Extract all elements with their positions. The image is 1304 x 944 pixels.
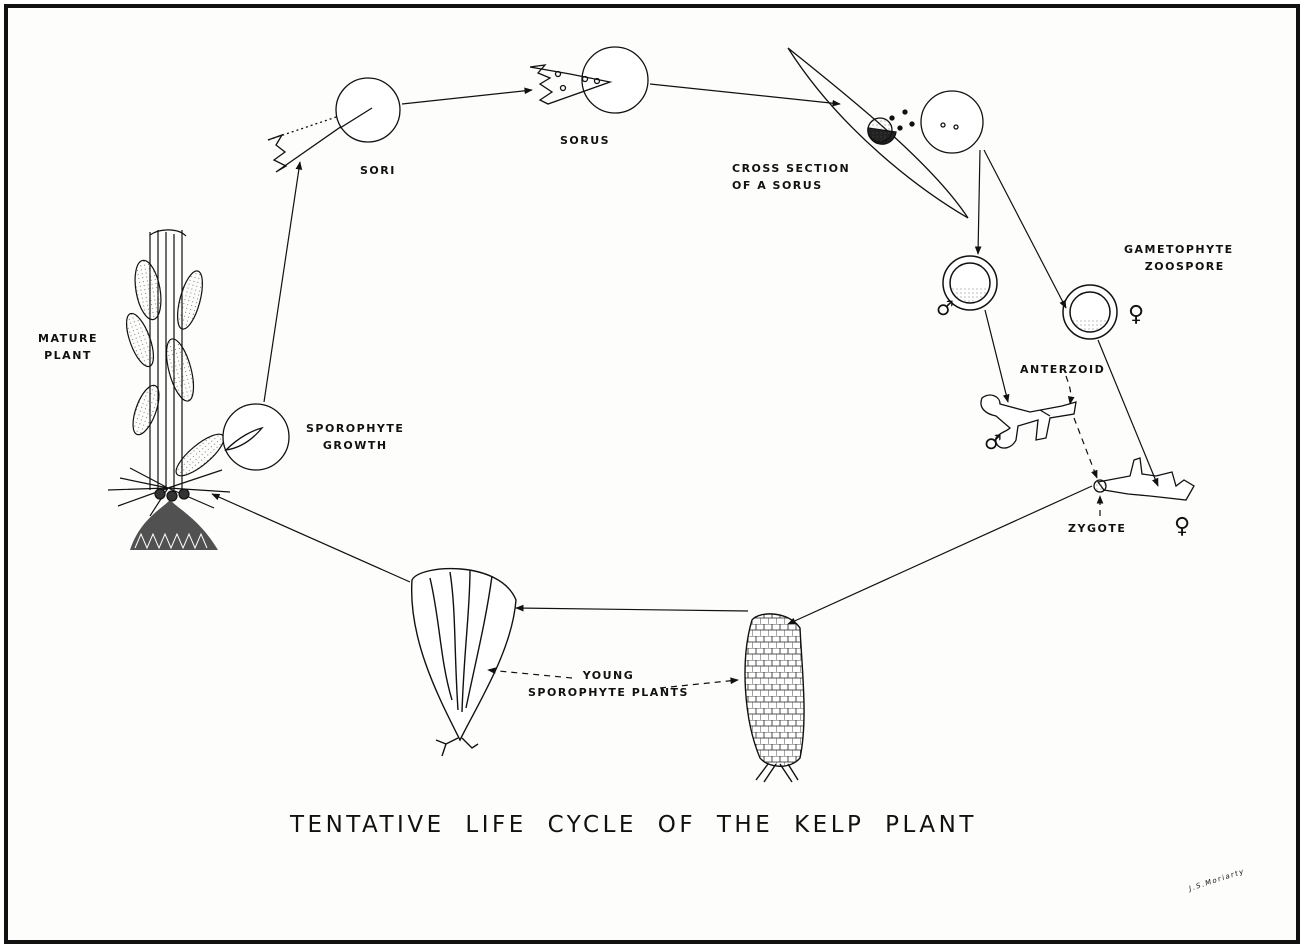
label-sporophyte: SPOROPHYTE (306, 422, 405, 435)
label-mature: MATURE (38, 332, 99, 345)
mature-plant-illustration (107, 229, 231, 550)
dashed-pointers (487, 375, 1104, 689)
zoospore-male (942, 255, 998, 311)
sporophyte-growth-circle (222, 403, 290, 471)
cross-section-illustration (787, 47, 984, 219)
sorus-illustration (529, 46, 649, 114)
male-symbol-icon: ♂ (936, 296, 956, 320)
male-gametophyte (980, 394, 1077, 449)
label-sporophyte-growth: SPOROPHYTE GROWTH (306, 420, 404, 454)
label-mature-plant: MATURE PLANT (38, 330, 98, 364)
young-sporophyte-blade (410, 567, 517, 757)
female-gametophyte (1093, 457, 1195, 501)
diagram-title: TENTATIVE LIFE CYCLE OF THE KELP PLANT (290, 812, 977, 838)
label-young: YOUNG (582, 669, 635, 682)
cycle-arrows (211, 83, 1159, 625)
label-gametophyte-zoospore: GAMETOPHYTE ZOOSPORE (1124, 241, 1234, 275)
diagram-frame (4, 4, 1300, 944)
label-gametophyte: GAMETOPHYTE (1124, 243, 1234, 256)
label-cross-section: CROSS SECTION OF A SORUS (732, 160, 850, 194)
female-symbol-icon: ♀ (1128, 302, 1146, 327)
label-young-sporophyte: YOUNG SPOROPHYTE PLANTS (528, 667, 689, 701)
label-sori: SORI (360, 164, 396, 177)
label-sporophyte-plants: SPOROPHYTE PLANTS (528, 686, 689, 699)
label-cross-section-line1: CROSS SECTION (732, 162, 851, 175)
label-plant: PLANT (44, 349, 92, 362)
label-cross-section-line2: OF A SORUS (732, 179, 823, 192)
female-symbol-icon-2: ♀ (1174, 514, 1192, 539)
label-growth: GROWTH (322, 439, 388, 452)
label-zygote: ZYGOTE (1068, 522, 1127, 535)
label-zoospore: ZOOSPORE (1144, 260, 1225, 273)
male-symbol-icon-2: ♂ (984, 430, 1004, 454)
zoospore-female (1062, 284, 1118, 340)
sori-illustration (267, 77, 401, 173)
young-sporophyte-cellular (744, 613, 805, 783)
label-anterzoid: ANTERZOID (1020, 363, 1106, 376)
label-sorus: SORUS (560, 134, 611, 147)
